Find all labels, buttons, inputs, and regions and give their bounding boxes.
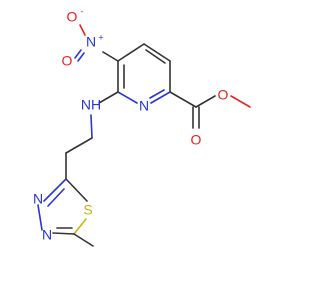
bond-ring-c2-c3-inner [145,49,166,64]
bond-ring-c4-n-inner [149,89,165,99]
bond-thiadiazole-c-to-n [52,232,75,235]
nitro-nitrogen-label: N [86,34,96,50]
molecule-structure: O - N + O N NH O O S N N [0,0,300,300]
bond-ester-to-single-o [195,95,216,108]
atom-label-layer: O - N + O N NH O O S N N [33,6,229,242]
bond-ring-to-amine [98,91,119,104]
amine-label: NH [81,97,101,113]
canvas-background [0,0,300,300]
ester-carbonyl-oxygen-label: O [191,132,202,148]
bond-thiadiazole-n-to-n [37,204,43,231]
bond-thiadiazole-to-methyl [73,233,94,247]
bond-layer [37,24,251,247]
bond-nitro-n-to-o-double [74,49,82,59]
bond-thiadiazole-n-to-c [43,178,67,202]
bond-ring-c2-c3 [143,43,171,62]
bond-thiadiazole-c-to-s [65,178,88,202]
thiadiazole-nitrogen-1-label: N [33,191,43,207]
nitro-double-oxygen-label: O [62,53,73,69]
nitro-oxygen-charge: - [81,6,84,16]
thiadiazole-sulfur-label: S [83,202,92,218]
bond-ring-c1-c2 [117,43,145,62]
bond-nitro-n-to-o-double-second-line [77,52,85,62]
bond-ester-single-o-to-methyl [230,95,251,108]
ester-single-oxygen-label: O [218,87,229,103]
thiadiazole-nitrogen-2-label: N [42,227,52,243]
bond-thiadiazole-s-to-c [73,218,87,235]
bond-ring-n-c6 [117,91,138,104]
bond-nitro-n-to-ring [102,51,119,62]
bond-ring-to-ester [169,91,197,108]
bond-amine-to-chain [90,114,93,139]
bond-ring-c4-n [150,91,171,104]
bond-chain-1 [65,137,93,154]
nitro-oxygen-label: O [67,9,78,25]
bond-thiadiazole-n-to-c-inner [47,188,65,207]
nitro-nitrogen-charge: + [98,32,103,42]
pyridine-nitrogen-label: N [139,98,149,114]
bond-nitro-o-minus-to-n [79,24,86,36]
